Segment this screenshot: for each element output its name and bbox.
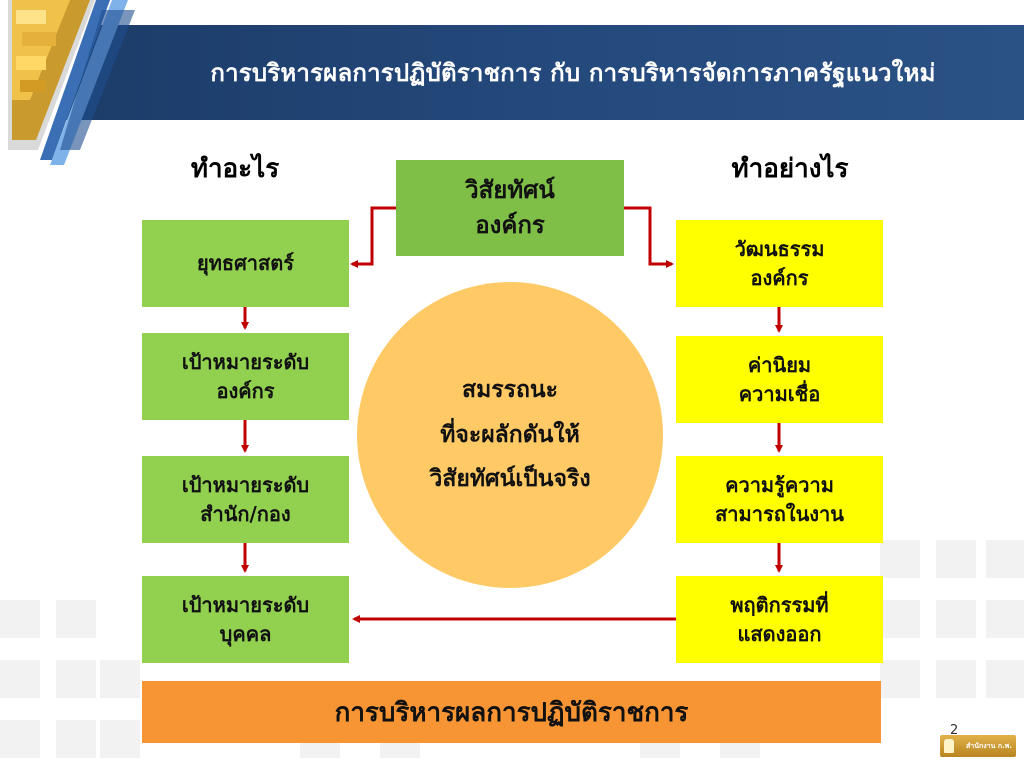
- left-box-line1: เป้าหมายระดับ: [181, 349, 310, 374]
- gold-bars-thumbnail-icon: [0, 0, 135, 165]
- emblem-icon: [944, 739, 954, 753]
- circle-line1: สมรรถนะ: [462, 376, 558, 403]
- circle-line3: วิสัยทัศน์เป็นจริง: [429, 466, 591, 493]
- left-box-individual-goal: เป้าหมายระดับ บุคคล: [142, 576, 349, 663]
- left-column-heading: ทำอะไร: [190, 154, 280, 184]
- left-box-division-goal: เป้าหมายระดับ สำนัก/กอง: [142, 456, 349, 543]
- left-box-line2: สำนัก/กอง: [200, 501, 291, 526]
- right-column-heading: ทำอย่างไร: [731, 154, 849, 184]
- left-box-line1: เป้าหมายระดับ: [181, 592, 310, 617]
- arrow-vision-to-culture: [624, 206, 674, 268]
- competency-circle: สมรรถนะ ที่จะผลักดันให้ วิสัยทัศน์เป็นจร…: [357, 282, 663, 588]
- left-box-strategy: ยุทธศาสตร์: [142, 220, 349, 307]
- left-box-line1: เป้าหมายระดับ: [181, 472, 310, 497]
- vision-box-line2: องค์กร: [475, 211, 545, 239]
- footer-logo-text: สำนักงาน ก.พ.: [966, 741, 1012, 750]
- left-box-line2: องค์กร: [216, 378, 275, 403]
- header-bar: [0, 25, 1024, 120]
- left-box-line1: ยุทธศาสตร์: [197, 251, 294, 275]
- right-box-line2: แสดงออก: [737, 621, 822, 646]
- right-box-line2: สามารถในงาน: [715, 501, 844, 526]
- arrow-vision-to-strategy: [350, 206, 396, 268]
- right-box-line2: องค์กร: [750, 265, 809, 290]
- left-box-org-goal: เป้าหมายระดับ องค์กร: [142, 333, 349, 420]
- right-box-line1: วัฒนธรรม: [734, 236, 825, 261]
- left-box-line2: บุคคล: [219, 621, 272, 646]
- vision-box: วิสัยทัศน์ องค์กร: [396, 160, 624, 256]
- right-box-line1: พฤติกรรมที่: [730, 592, 829, 617]
- performance-management-bar: การบริหารผลการปฏิบัติราชการ: [142, 681, 881, 743]
- right-box-culture: วัฒนธรรม องค์กร: [676, 220, 883, 307]
- right-box-line1: ความรู้ความ: [725, 472, 834, 497]
- circle-line2: ที่จะผลักดันให้: [440, 421, 580, 448]
- right-box-line2: ความเชื่อ: [738, 381, 821, 406]
- page-title: การบริหารผลการปฏิบัติราชการ กับ การบริหา…: [210, 59, 936, 87]
- right-box-line1: ค่านิยม: [747, 352, 812, 377]
- right-box-knowledge: ความรู้ความ สามารถในงาน: [676, 456, 883, 543]
- vision-box-line1: วิสัยทัศน์: [465, 176, 555, 205]
- right-box-values: ค่านิยม ความเชื่อ: [676, 336, 883, 423]
- ocsc-logo-icon: สำนักงาน ก.พ.: [940, 735, 1016, 757]
- page-number: 2: [950, 723, 959, 738]
- right-box-behavior: พฤติกรรมที่ แสดงออก: [676, 576, 883, 663]
